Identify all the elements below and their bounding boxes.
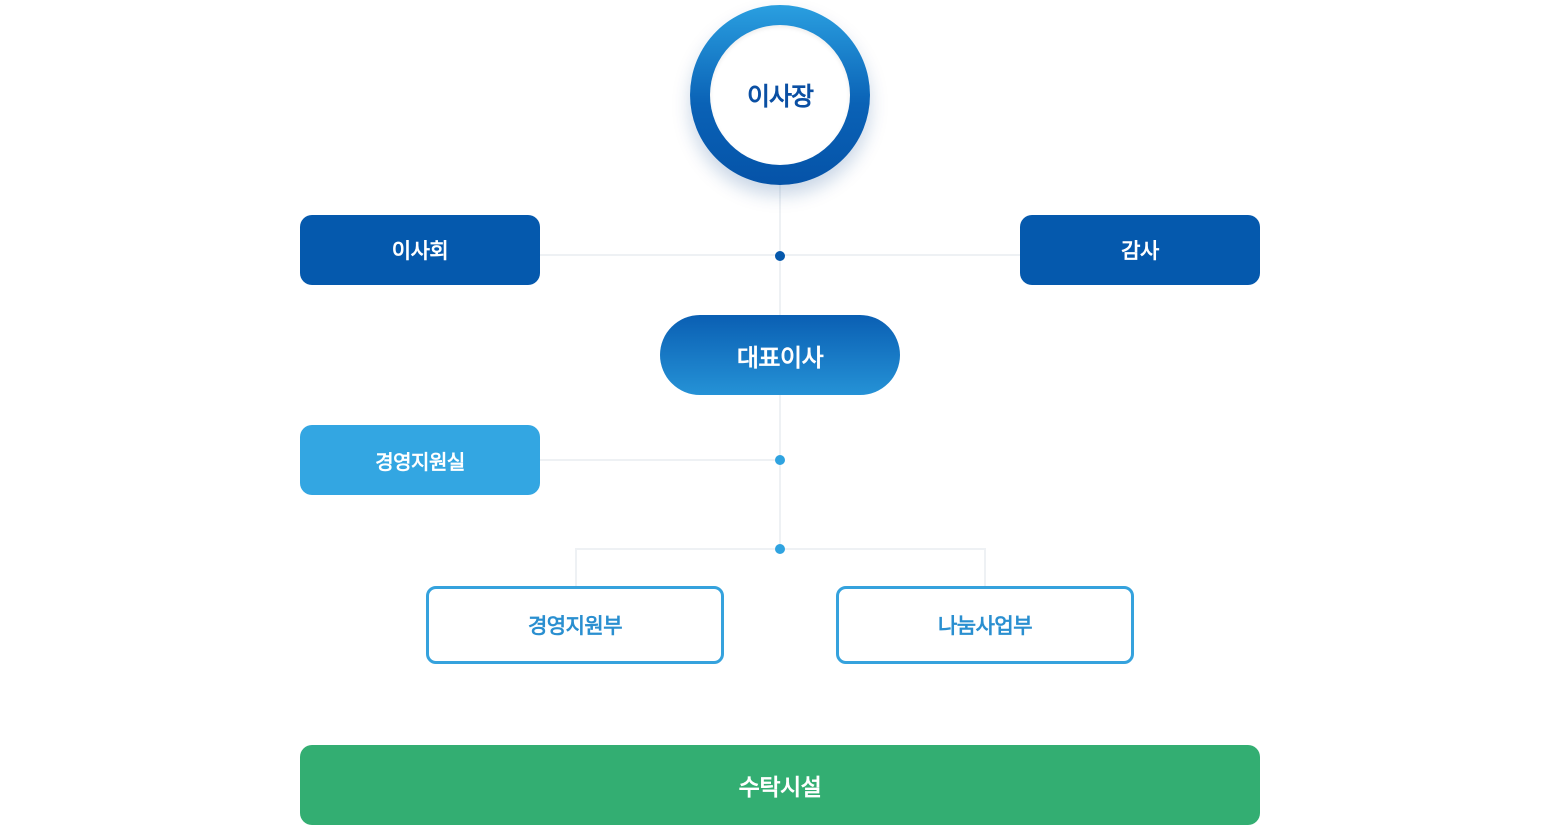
office-junction-dot: [775, 455, 785, 465]
board-junction-dot: [775, 251, 785, 261]
board-node: 이사회: [300, 215, 540, 285]
department-sharing-node: 나눔사업부: [836, 586, 1134, 664]
auditor-node: 감사: [1020, 215, 1260, 285]
chairman-node: 이사장: [690, 5, 870, 185]
ceo-node: 대표이사: [660, 315, 900, 395]
dept-right-vertical-connector: [984, 548, 986, 586]
departments-junction-dot: [775, 544, 785, 554]
office-horizontal-connector: [540, 459, 780, 461]
department-management-node: 경영지원부: [426, 586, 724, 664]
chairman-label: 이사장: [710, 25, 850, 165]
management-office-node: 경영지원실: [300, 425, 540, 495]
consigned-facility-node: 수탁시설: [300, 745, 1260, 825]
dept-left-vertical-connector: [575, 548, 577, 586]
